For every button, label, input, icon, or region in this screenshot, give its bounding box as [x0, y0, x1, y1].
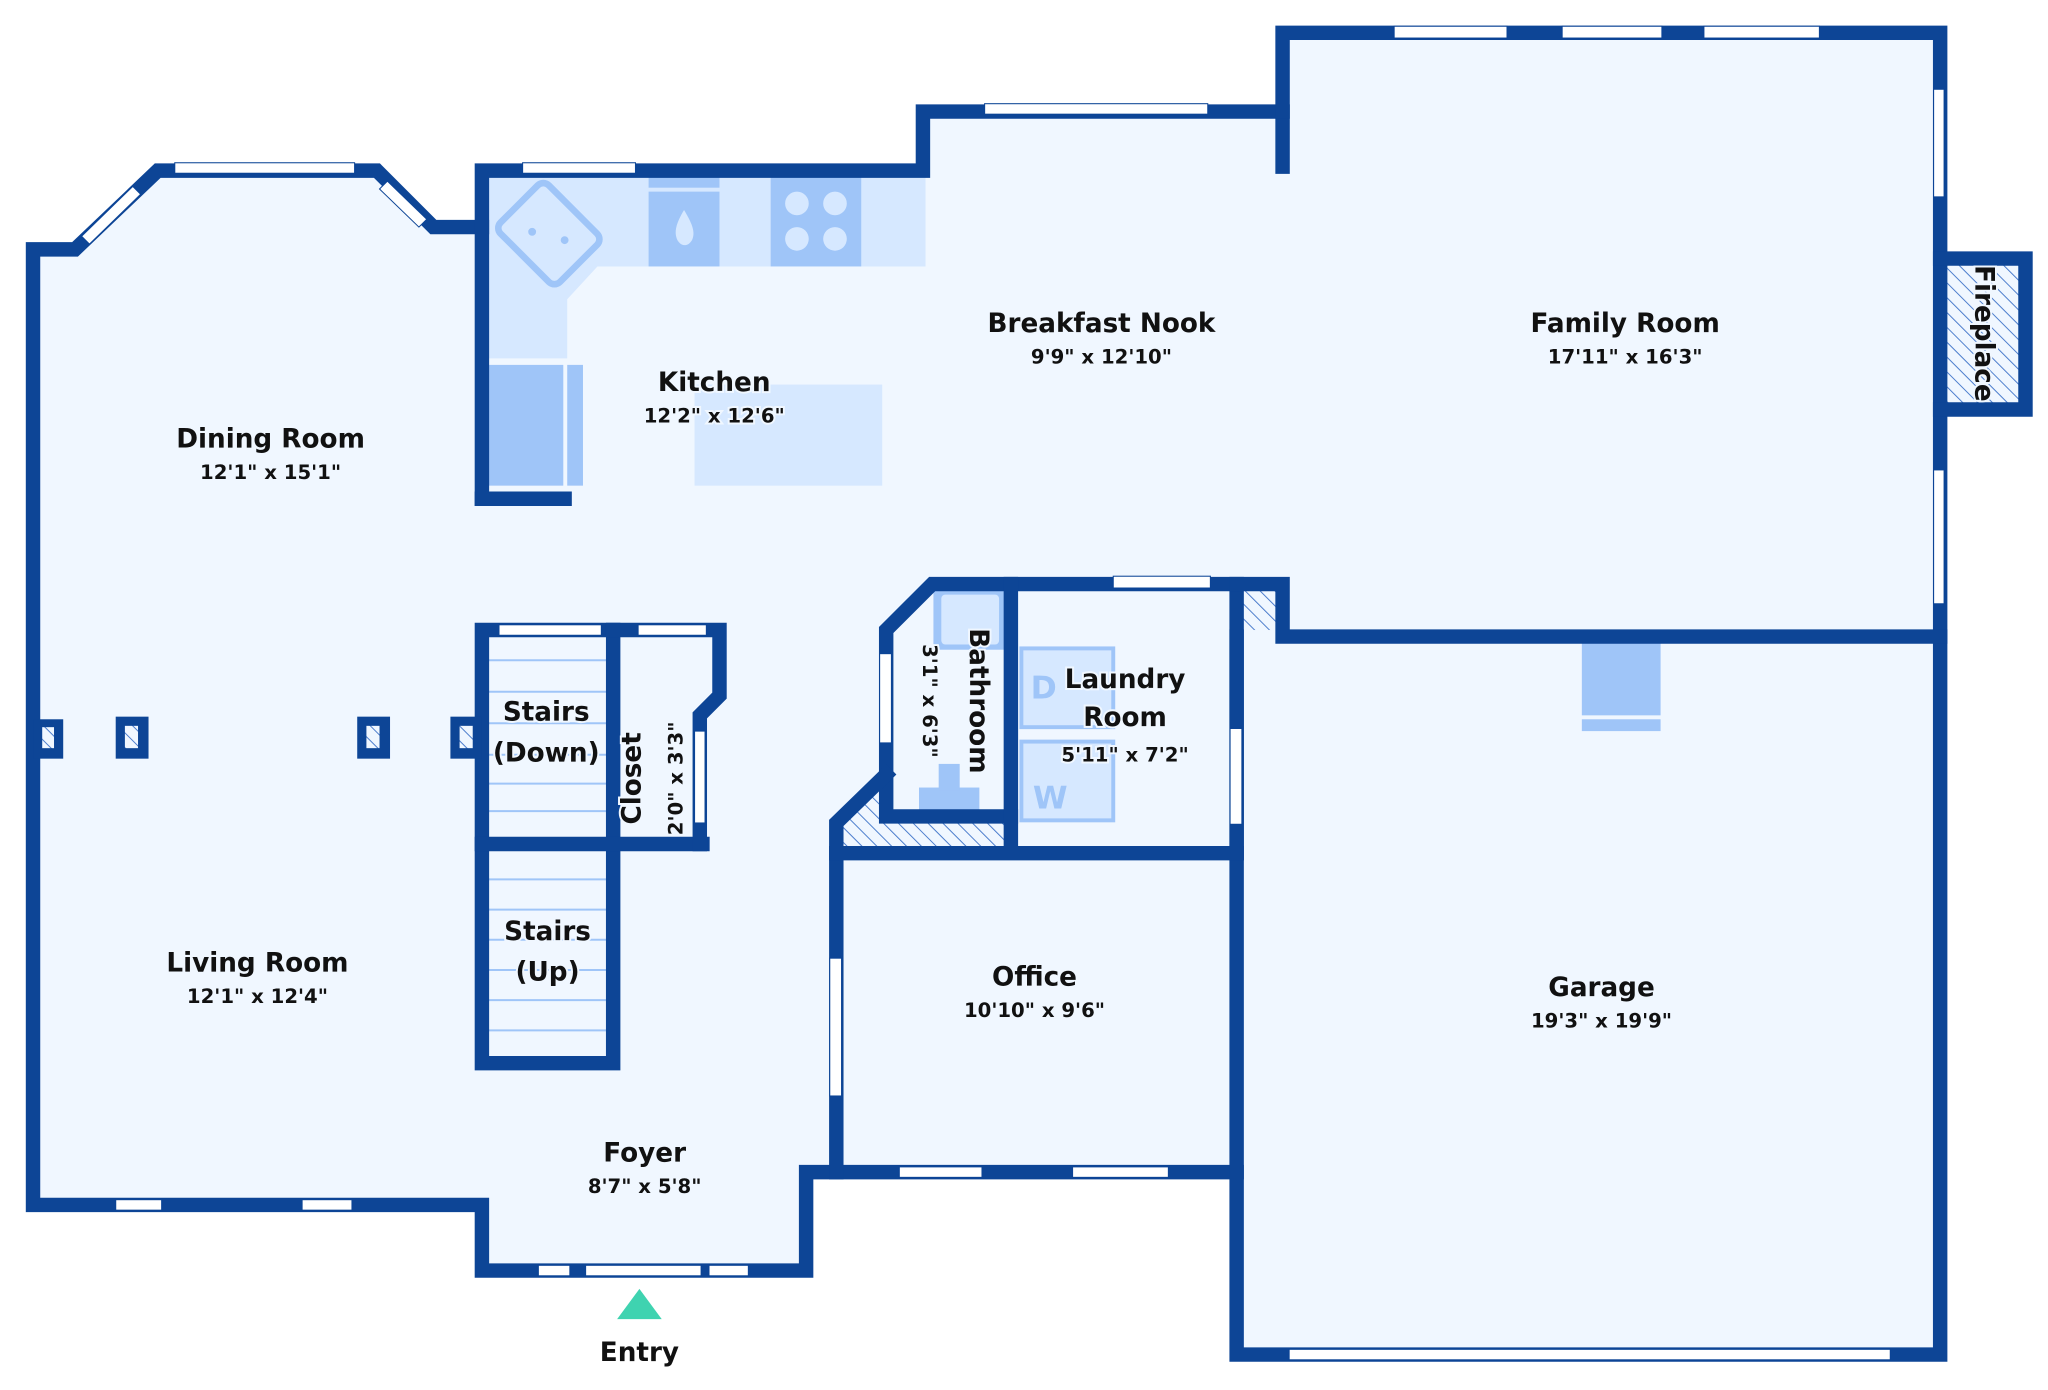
- kitchen-name: Kitchen: [658, 368, 771, 398]
- water-heater: [1581, 643, 1661, 716]
- kitchen-fixtures: [485, 173, 926, 486]
- laundry-room-line2: Room: [1083, 703, 1167, 733]
- family-room-name: Family Room: [1530, 309, 1719, 339]
- breakfast-nook-name: Breakfast Nook: [988, 309, 1216, 339]
- living-room-size: 12'1" x 12'4": [187, 985, 328, 1008]
- foyer-size: 8'7" x 5'8": [588, 1175, 702, 1198]
- bath-laundry-fixtures: D W: [918, 586, 1661, 823]
- family-room-size: 17'11" x 16'3": [1548, 346, 1703, 369]
- laundry-room-line1: Laundry: [1065, 665, 1186, 695]
- entry-triangle-icon: [617, 1288, 662, 1320]
- washer-label: W: [1033, 781, 1068, 817]
- kitchen-island: [694, 384, 883, 486]
- closet-name: Closet: [618, 732, 648, 824]
- dining-room-size: 12'1" x 15'1": [200, 461, 341, 484]
- office-name: Office: [992, 963, 1077, 993]
- living-room-name: Living Room: [166, 948, 348, 978]
- sink-icon: [495, 179, 603, 288]
- garage-size: 19'3" x 19'9": [1531, 1010, 1672, 1033]
- laundry-room-size: 5'11" x 7'2": [1061, 743, 1188, 766]
- office-size: 10'10" x 9'6": [964, 999, 1105, 1022]
- bathroom-size: 3'1" x 6'3": [918, 644, 941, 758]
- garage-name: Garage: [1548, 973, 1655, 1003]
- fireplace-label: Fireplace: [1969, 265, 1999, 402]
- closet-size: 2'0" x 3'3": [665, 722, 688, 836]
- stairs-down-line1: Stairs: [503, 698, 590, 728]
- entry-marker: Entry: [598, 1288, 681, 1370]
- kitchen-size: 12'2" x 12'6": [644, 405, 785, 428]
- dining-room-name: Dining Room: [176, 425, 365, 455]
- foyer-name: Foyer: [603, 1139, 686, 1169]
- garage-door[interactable]: [1288, 1348, 1891, 1361]
- bathroom-name: Bathroom: [963, 628, 993, 773]
- stairs-up-line2: (Up): [515, 957, 579, 987]
- breakfast-nook-size: 9'9" x 12'10": [1031, 346, 1172, 369]
- stove: [770, 173, 862, 267]
- dryer-label: D: [1031, 670, 1057, 706]
- stairs: [485, 659, 607, 1032]
- stairs-down-line2: (Down): [493, 738, 600, 768]
- walls: [25, 25, 2033, 1362]
- faucet-icon: [675, 210, 694, 246]
- stairs-up-line1: Stairs: [504, 917, 591, 947]
- entry-label: Entry: [600, 1338, 679, 1368]
- refrigerator: [488, 364, 564, 486]
- windows[interactable]: [80, 25, 1945, 1361]
- room-labels: Dining Room 12'1" x 15'1" Kitchen 12'2" …: [164, 263, 2000, 1200]
- front-door[interactable]: [585, 1264, 702, 1277]
